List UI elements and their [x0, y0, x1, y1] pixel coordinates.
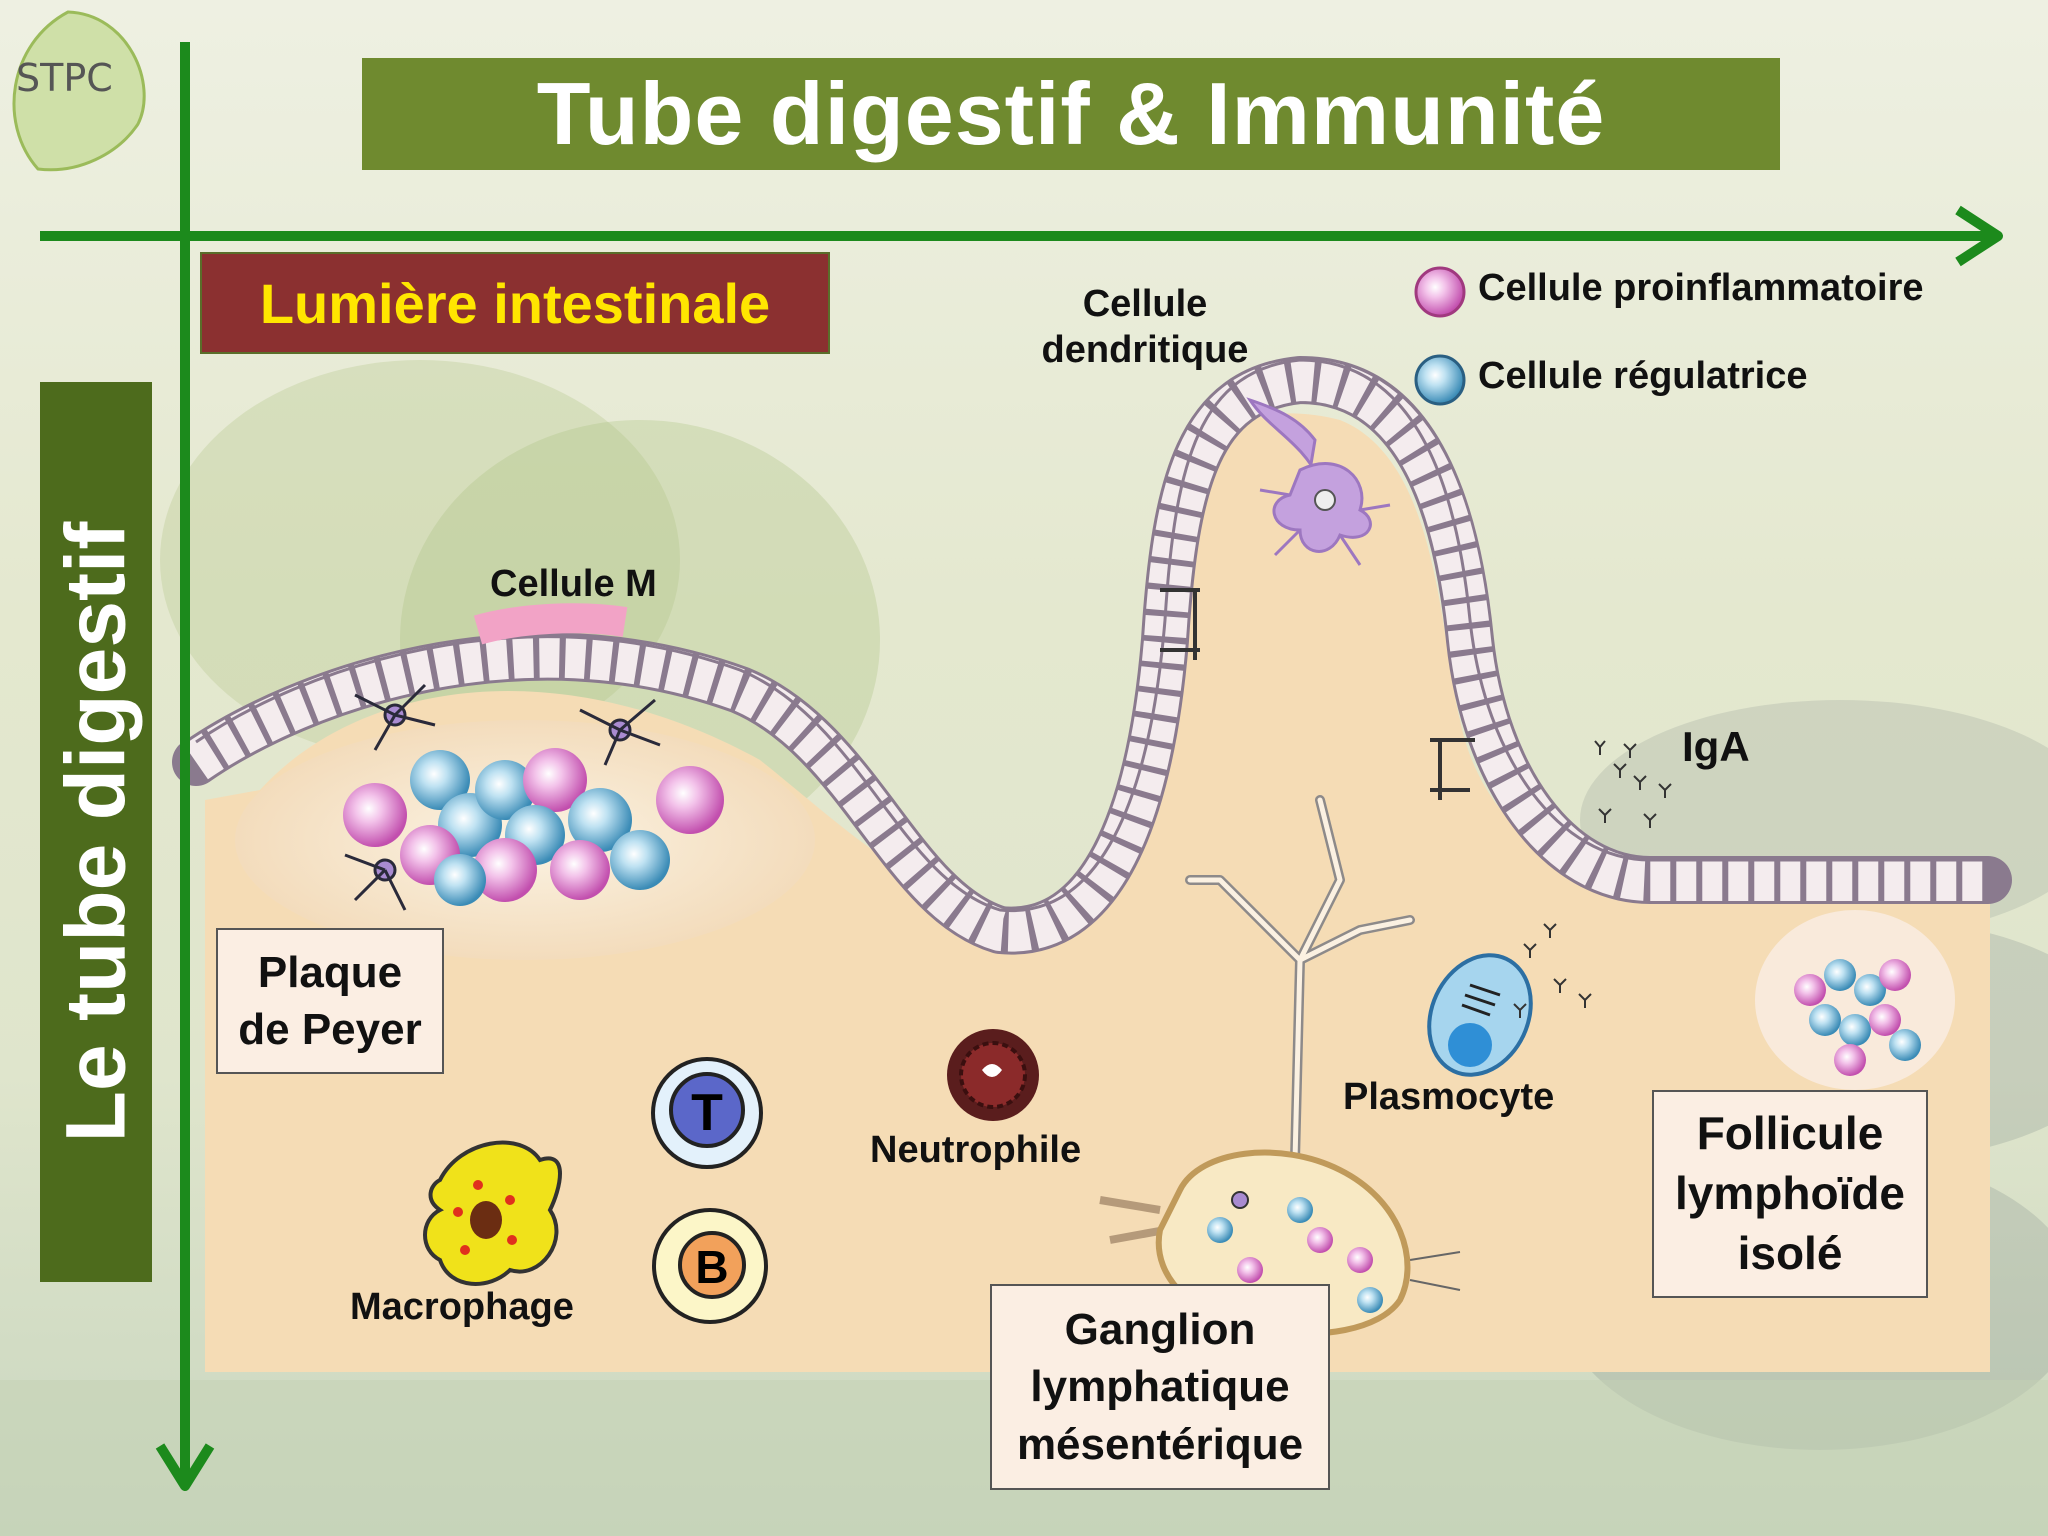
side-label-bar: Le tube digestif	[40, 382, 152, 1282]
plasmocyte-cell	[1427, 953, 1533, 1077]
page-title: Tube digestif & Immunité	[362, 58, 1780, 170]
iga-antibodies	[1513, 740, 1672, 1018]
isolated-follicle-label-line1: Follicule	[1696, 1107, 1884, 1160]
follicle-cell-cluster	[1794, 959, 1921, 1076]
dendritic-cell-label-line2: dendritique	[1041, 328, 1249, 371]
iga-label: IgA	[1682, 723, 1750, 770]
legend-regulatory-label: Cellule régulatrice	[1478, 355, 1808, 397]
lymph-node-label-line2: lymphatique	[1030, 1362, 1290, 1412]
dendritic-cell-label: Cellule dendritique	[1020, 282, 1270, 373]
t-cell	[651, 1057, 763, 1169]
neutrophil-label: Neutrophile	[870, 1129, 1082, 1171]
legend-swatch-proinflammatory	[1414, 266, 1466, 318]
t-cell-label: T	[691, 1084, 723, 1142]
m-cell-label: Cellule M	[490, 563, 657, 605]
peyer-patch-label: Plaque de Peyer	[216, 928, 444, 1074]
dendritic-cell	[1246, 397, 1391, 566]
macrophage-cell	[423, 1140, 562, 1286]
peyer-cell-cluster	[343, 748, 724, 906]
lumen-label: Lumière intestinale	[200, 252, 830, 354]
plasmocyte-label: Plasmocyte	[1343, 1076, 1555, 1118]
dendritic-cell-label-line1: Cellule	[1082, 283, 1208, 325]
b-cell	[652, 1208, 768, 1324]
peyer-patch-label-line2: de Peyer	[238, 1005, 422, 1054]
legend-swatch-regulatory	[1414, 354, 1466, 406]
b-cell-label: B	[695, 1241, 729, 1293]
isolated-follicle-label-line2: lymphoïde	[1674, 1167, 1906, 1220]
m-cell	[473, 603, 628, 645]
isolated-follicle-label-line3: isolé	[1737, 1226, 1843, 1279]
logo-text: STPC	[16, 56, 113, 100]
legend-proinflammatory-label: Cellule proinflammatoire	[1478, 267, 1924, 309]
lymph-node-label: Ganglion lymphatique mésentérique	[990, 1284, 1330, 1490]
vertical-axis-arrow	[155, 42, 215, 1491]
leaf-icon	[12, 10, 146, 172]
horizontal-axis-arrow	[40, 205, 2003, 267]
macrophage-label: Macrophage	[350, 1286, 574, 1328]
lymph-node-label-line3: mésentérique	[1016, 1419, 1304, 1469]
tight-junctions	[1160, 588, 1475, 800]
peyer-patch-label-line1: Plaque	[257, 947, 403, 997]
peyer-dendritic-cells	[344, 683, 661, 911]
logo: STPC	[8, 4, 148, 174]
side-label: Le tube digestif	[48, 521, 143, 1143]
isolated-follicle-label: Follicule lymphoïde isolé	[1652, 1090, 1928, 1298]
lymph-node-label-line1: Ganglion	[1064, 1305, 1256, 1355]
neutrophil-cell	[947, 1029, 1039, 1121]
